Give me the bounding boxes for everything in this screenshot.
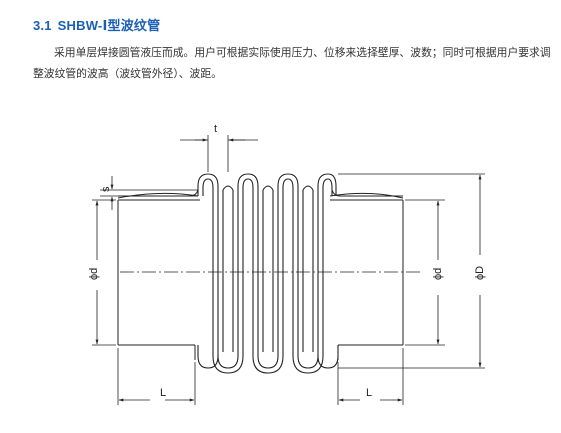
right-pipe-end [329, 189, 404, 360]
description-paragraph: 采用单层焊接圆管液压而成。用户可根据实际使用压力、位移来选择壁厚、波数；同时可根… [33, 42, 558, 84]
bellows-convolutions [197, 173, 339, 374]
inner-diameter-left-label: ϕd [88, 268, 100, 280]
inner-diameter-right-dimension [405, 199, 445, 346]
length-right-dimension [337, 348, 404, 405]
length-left-dimension [117, 348, 196, 405]
outer-diameter-label: ϕD [474, 266, 486, 280]
wall-thickness-label: s [100, 186, 112, 192]
wall-thickness-dimension [100, 176, 198, 210]
pitch-dimension [180, 135, 258, 172]
section-title: SHBW-Ⅰ型波纹管 [57, 18, 161, 33]
left-pipe-end [117, 189, 200, 360]
pitch-label: t [214, 123, 217, 135]
description-text: 采用单层焊接圆管液压而成。用户可根据实际使用压力、位移来选择壁厚、波数；同时可根… [33, 46, 551, 80]
section-heading: 3.1 SHBW-Ⅰ型波纹管 [33, 15, 160, 34]
length-left-label: L [160, 387, 166, 399]
inner-diameter-left-dimension [92, 199, 116, 346]
section-number: 3.1 [33, 18, 52, 33]
length-right-label: L [366, 387, 372, 399]
inner-diameter-right-label: ϕd [432, 268, 444, 280]
outer-diameter-dimension [338, 173, 485, 369]
